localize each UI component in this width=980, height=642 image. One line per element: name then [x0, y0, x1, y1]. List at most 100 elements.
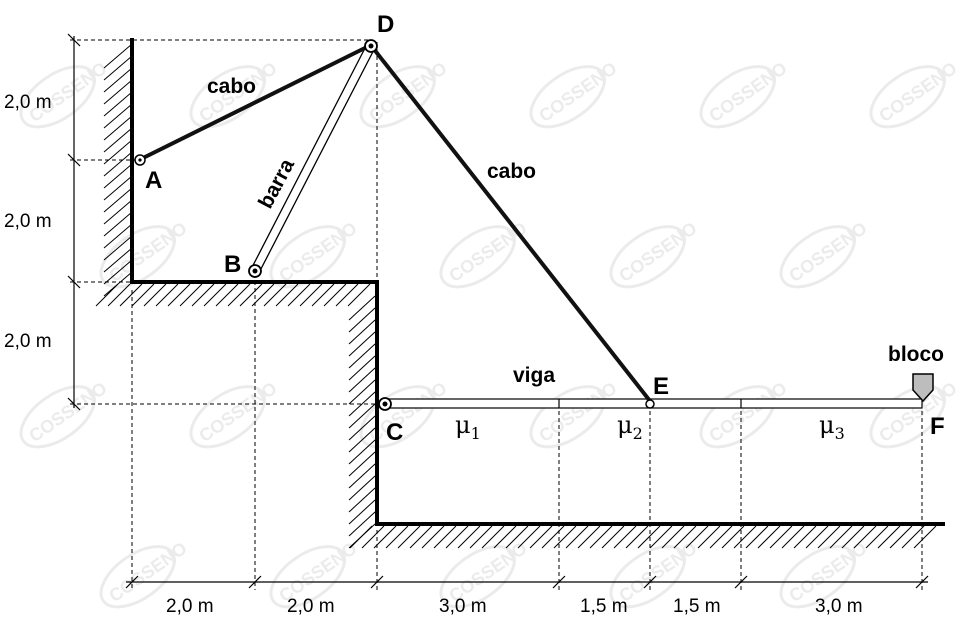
hatch-line — [348, 511, 376, 537]
cable-d-e — [371, 46, 652, 403]
watermark-ring — [19, 385, 96, 449]
hatch-line — [385, 525, 409, 549]
hatch-line — [103, 235, 133, 261]
hatch-line — [397, 525, 421, 549]
hatch-line — [167, 283, 191, 307]
watermark-mark: COSSENO — [779, 218, 870, 289]
hatch-line — [348, 391, 376, 417]
hatch-line — [103, 115, 133, 141]
hatch-line — [577, 525, 601, 549]
hatch-line — [348, 463, 376, 489]
label-mu3: μ3 — [819, 411, 845, 443]
hatch-upper-floor — [95, 283, 371, 307]
hatch-line — [553, 525, 577, 549]
hatch-line — [709, 525, 733, 549]
tick — [643, 575, 657, 589]
watermark-ring — [779, 225, 856, 289]
hatch-line — [323, 283, 347, 307]
hatch-line — [103, 211, 133, 237]
hatch-line — [889, 525, 913, 549]
hatch-line — [103, 103, 133, 129]
label-bloco: bloco — [888, 343, 944, 366]
hatch-line — [119, 283, 143, 307]
label-cabo-ad: cabo — [207, 75, 256, 98]
hatch-line — [348, 367, 376, 393]
label-point-a: A — [145, 167, 162, 194]
hatch-line — [103, 187, 133, 213]
wall-outline — [130, 38, 945, 526]
bar-barra — [250, 43, 376, 274]
hatch-line — [348, 343, 376, 369]
label-point-d: D — [377, 11, 394, 38]
hatch-line — [901, 525, 925, 549]
watermark-ring — [439, 545, 516, 609]
watermark-mark: COSSENO — [699, 378, 790, 449]
watermark-ring — [99, 545, 176, 609]
hatch-line — [239, 283, 263, 307]
hatch-step-wall — [348, 295, 376, 549]
hatch-line — [335, 283, 359, 307]
hatch-line — [103, 247, 133, 273]
hatch-line — [565, 525, 589, 549]
hatch-line — [745, 525, 769, 549]
tick — [370, 575, 384, 589]
label-mu1: μ1 — [455, 411, 481, 443]
watermark-mark: COSSENO — [189, 378, 280, 449]
hatch-line — [469, 525, 493, 549]
hatch-line — [685, 525, 709, 549]
watermark-ring — [609, 545, 686, 609]
dim-horizontal-5: 1,5 m — [673, 596, 721, 617]
hatch-line — [409, 525, 433, 549]
hatch-line — [103, 259, 133, 285]
hatch-line — [541, 525, 565, 549]
hatch-line — [131, 283, 155, 307]
bar-fill — [251, 44, 375, 273]
hatch-line — [103, 79, 133, 105]
hatch-line — [348, 427, 376, 453]
hatch-line — [373, 525, 397, 549]
hatch-line — [227, 283, 251, 307]
hatch-line — [179, 283, 203, 307]
hatch-line — [348, 499, 376, 525]
hatch-line — [299, 283, 323, 307]
hatch-line — [311, 283, 335, 307]
pin-e — [645, 399, 655, 409]
watermark-mark: COSSENO — [609, 218, 700, 289]
hatch-line — [349, 525, 373, 549]
watermark-ring — [439, 225, 516, 289]
hatch-line — [913, 525, 937, 549]
hatch-lower-floor — [349, 525, 937, 549]
tick — [67, 275, 81, 289]
watermark-layer: COSSENO COSSENO COSSENO COSSENO COSSENO COSSE… — [19, 58, 960, 609]
hatch-line — [697, 525, 721, 549]
dim-horizontal-3: 3,0 m — [439, 596, 487, 617]
watermark-ring — [269, 545, 346, 609]
watermark-mark: COSSENO — [19, 378, 110, 449]
watermark-ring — [699, 65, 776, 129]
hatch-line — [637, 525, 661, 549]
hatch-line — [613, 525, 637, 549]
hatch-line — [103, 151, 133, 177]
hatch-line — [203, 283, 227, 307]
hatch-line — [103, 67, 133, 93]
hatch-line — [781, 525, 805, 549]
watermark-ring — [869, 65, 946, 129]
hatch-line — [348, 403, 376, 429]
hatch-line — [215, 283, 239, 307]
watermark-mark: COSSENO — [99, 218, 190, 289]
hatch-line — [103, 163, 133, 189]
hatch-line — [493, 525, 517, 549]
hatch-line — [263, 283, 287, 307]
hatch-line — [421, 525, 445, 549]
hatch-line — [103, 199, 133, 225]
watermark-ring — [779, 545, 856, 609]
tick — [67, 397, 81, 411]
watermark-mark: COSSENO — [869, 58, 960, 129]
tick — [125, 575, 139, 589]
hatch-line — [103, 91, 133, 117]
hatch-line — [348, 307, 376, 333]
hatch-line — [103, 175, 133, 201]
hatch-line — [348, 487, 376, 513]
watermark-ring — [609, 225, 686, 289]
